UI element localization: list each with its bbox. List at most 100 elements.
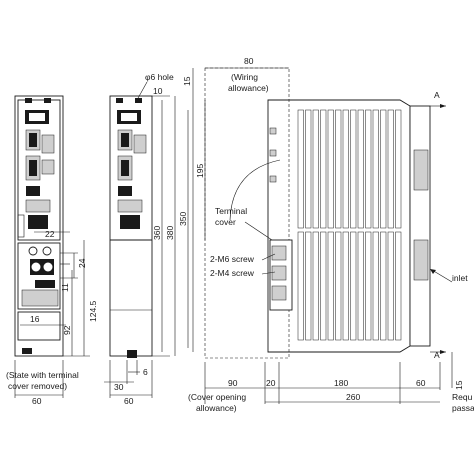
connector — [133, 134, 147, 154]
heatsink-fin — [372, 109, 379, 229]
dim-380: 380 — [165, 226, 175, 240]
dim-60-mid: 60 — [124, 396, 134, 406]
dim-15-top: 15 — [182, 76, 192, 86]
dim-10: 10 — [153, 86, 163, 96]
bottom-tab — [22, 348, 32, 354]
mount-tab — [25, 98, 32, 103]
cover-opening-line2: allowance) — [196, 403, 237, 413]
dim-30: 30 — [114, 382, 124, 392]
section-a-top: A — [434, 90, 440, 100]
heatsink-fin — [365, 109, 372, 229]
heatsink-fin — [335, 109, 342, 229]
heatsink-fin — [312, 231, 319, 341]
terminal — [271, 285, 287, 301]
dim-180: 180 — [334, 378, 348, 388]
heatsink-fin — [365, 231, 372, 341]
connector-pins — [121, 160, 129, 176]
dim-15-bottom: 15 — [454, 380, 464, 390]
mount-tab — [116, 98, 123, 103]
heatsink-fin — [387, 109, 394, 229]
hole-label: φ6 hole — [145, 72, 174, 82]
m4-terminal — [271, 265, 287, 281]
connector-pins — [29, 133, 37, 147]
connector — [118, 186, 132, 196]
front-view-cover-removed: 22 24 11 16 92 124.5 (State with termina… — [6, 95, 98, 391]
side-slot — [17, 214, 25, 238]
dim-20: 20 — [266, 378, 276, 388]
heatsink-fin — [395, 231, 402, 341]
lower-panel-left — [17, 311, 61, 341]
cover-opening-line1: (Cover opening — [188, 392, 246, 402]
heatsink-fin — [342, 231, 349, 341]
section-arrow — [440, 350, 446, 354]
dim-195: 195 — [195, 164, 205, 178]
fan-block — [413, 239, 429, 281]
heatsink-fin — [305, 231, 312, 341]
heatsink-fin — [297, 231, 304, 341]
heatsink-fin — [357, 109, 364, 229]
state-note-line2: cover removed) — [8, 381, 67, 391]
connector-pins — [121, 133, 129, 147]
display-window — [121, 113, 137, 121]
heatsink-fin — [387, 231, 394, 341]
required-passage-line1: Requ — [452, 392, 473, 402]
side-connector — [269, 149, 277, 157]
rear-bracket — [409, 105, 431, 347]
connector-pins — [29, 160, 37, 176]
heatsink-fin — [327, 231, 334, 341]
heatsink-fin — [305, 109, 312, 229]
dim-350: 350 — [178, 212, 188, 226]
m6-terminal — [271, 245, 287, 261]
required-passage-line2: passa — [452, 403, 474, 413]
bottom-tab — [127, 350, 137, 358]
dim-60-right: 60 — [416, 378, 426, 388]
dim-90: 90 — [228, 378, 238, 388]
side-view: inlet A A 80 (Wiring allowance) 15 195 T… — [182, 56, 474, 413]
terminal-screw — [31, 262, 41, 272]
heatsink-fin — [335, 231, 342, 341]
heatsink-fin — [320, 231, 327, 341]
fan-block — [413, 149, 429, 191]
connector — [117, 199, 143, 213]
inlet-label: inlet — [452, 273, 468, 283]
connector — [41, 159, 55, 175]
wiring-allowance-line2: allowance) — [228, 83, 269, 93]
heatsink-fins — [297, 109, 402, 341]
inlet-leader — [431, 269, 453, 283]
side-connector — [269, 175, 277, 183]
m6-screw-label: 2-M6 screw — [210, 254, 255, 264]
heatsink-fin — [357, 231, 364, 341]
heatsink-fin — [312, 109, 319, 229]
dim-24: 24 — [77, 258, 87, 268]
dim-16: 16 — [30, 314, 40, 324]
heatsink-fin — [350, 109, 357, 229]
section-arrow — [440, 104, 446, 108]
dim-80: 80 — [244, 56, 254, 66]
heatsink-fin — [327, 109, 334, 229]
dim-11: 11 — [60, 283, 70, 292]
front-view: φ6 hole 10 360 380 350 30 6 60 60 — [14, 72, 189, 406]
wiring-allowance-line1: (Wiring — [231, 72, 258, 82]
connector — [120, 215, 140, 229]
dim-92: 92 — [62, 325, 72, 335]
terminal-screw — [28, 246, 38, 256]
terminal-screw — [43, 262, 53, 272]
heatsink-fin — [372, 231, 379, 341]
heatsink-fin — [395, 109, 402, 229]
dim-22: 22 — [45, 229, 55, 239]
connector — [28, 215, 48, 229]
heatsink-fin — [350, 231, 357, 341]
display-window — [29, 113, 45, 121]
connector — [26, 186, 40, 196]
heatsink-fin — [342, 109, 349, 229]
mount-tab — [135, 98, 142, 103]
heatsink-fin — [380, 231, 387, 341]
terminal-cover-line2: cover — [215, 217, 236, 227]
heatsink-fin — [297, 109, 304, 229]
inlet-arrow — [430, 269, 436, 274]
dim-260: 260 — [346, 392, 360, 402]
heatsink-fin — [320, 109, 327, 229]
state-note-line1: (State with terminal — [6, 370, 79, 380]
connector — [41, 134, 55, 154]
